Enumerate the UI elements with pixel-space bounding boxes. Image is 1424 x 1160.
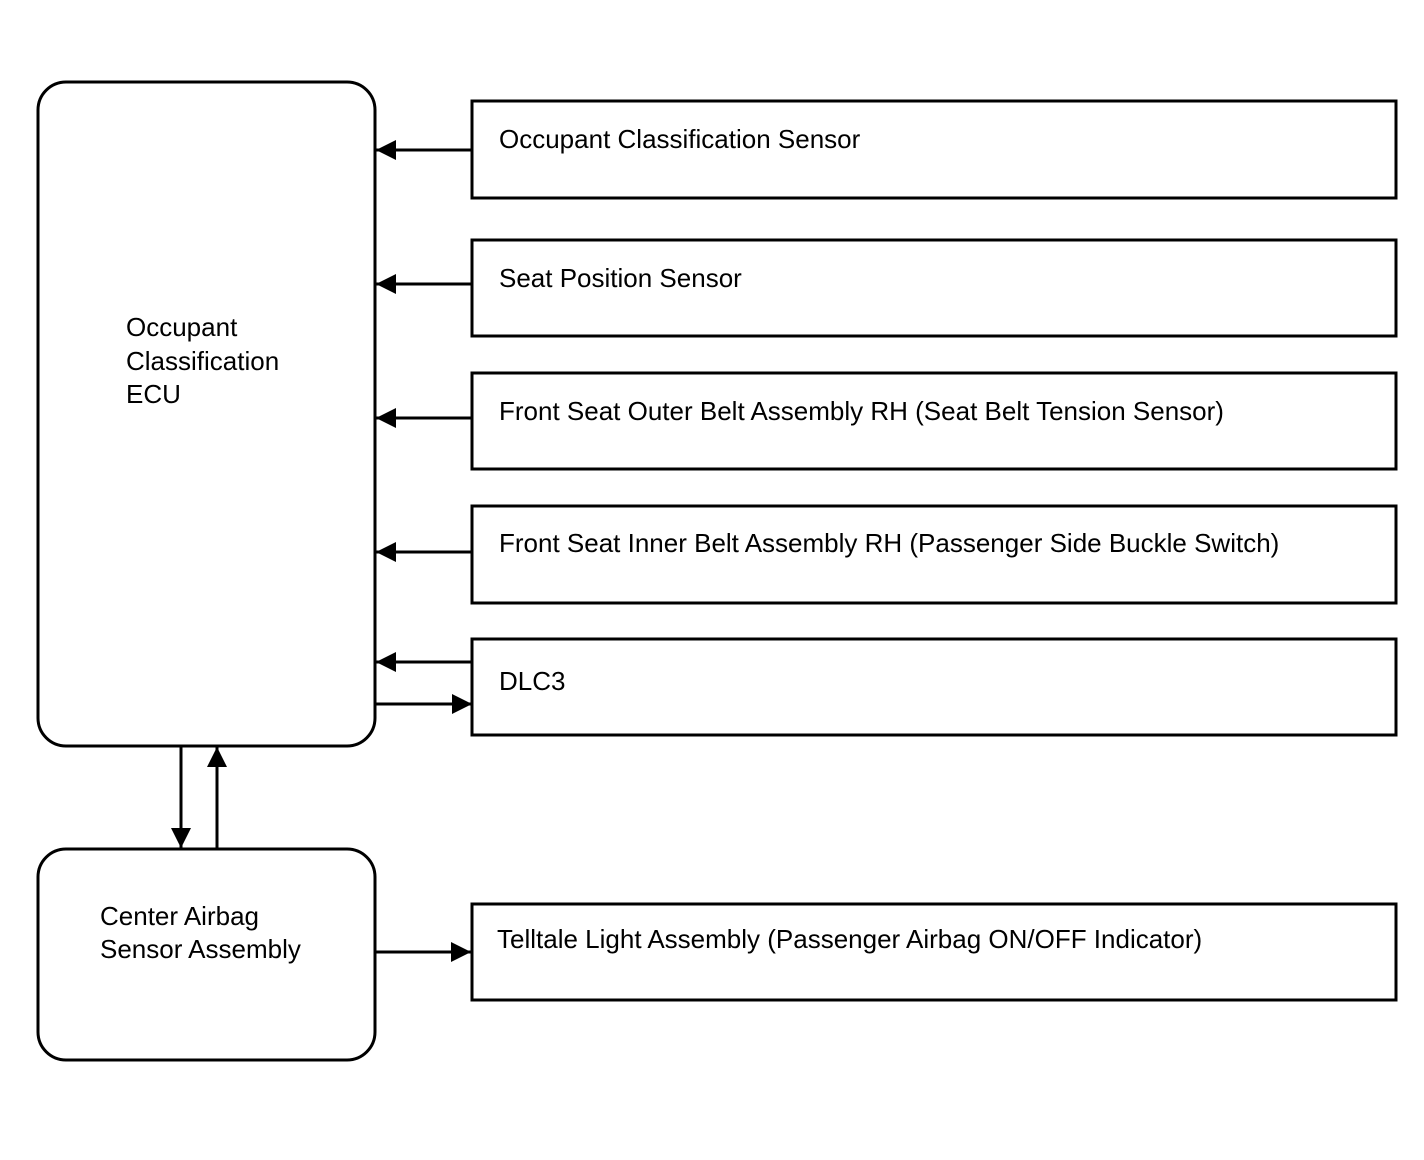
- input-block-inner-belt-assembly: Front Seat Inner Belt Assembly RH (Passe…: [470, 504, 1398, 605]
- input-block-outer-belt-assembly: Front Seat Outer Belt Assembly RH (Seat …: [470, 371, 1398, 471]
- ecu-block: Occupant Classification ECU: [36, 80, 377, 748]
- output-block-telltale-light: Telltale Light Assembly (Passenger Airba…: [470, 902, 1398, 1002]
- input-block-occupant-classification-sensor: Occupant Classification Sensor: [470, 99, 1398, 200]
- input-label: DLC3: [499, 666, 565, 696]
- input-label: Occupant Classification Sensor: [499, 124, 861, 154]
- output-label: Telltale Light Assembly (Passenger Airba…: [497, 924, 1202, 954]
- ecu-label-line-3: ECU: [126, 379, 181, 409]
- input-label: Front Seat Inner Belt Assembly RH (Passe…: [499, 528, 1279, 558]
- input-block-dlc3: DLC3: [470, 637, 1398, 737]
- center-airbag-label-line-2: Sensor Assembly: [100, 934, 301, 964]
- center-airbag-block: Center Airbag Sensor Assembly: [36, 847, 377, 1062]
- input-label: Seat Position Sensor: [499, 263, 742, 293]
- input-block-seat-position-sensor: Seat Position Sensor: [470, 238, 1398, 338]
- ecu-label-line-2: Classification: [126, 346, 279, 376]
- ecu-label-line-1: Occupant: [126, 312, 238, 342]
- input-label: Front Seat Outer Belt Assembly RH (Seat …: [499, 396, 1224, 426]
- center-airbag-label-line-1: Center Airbag: [100, 901, 259, 931]
